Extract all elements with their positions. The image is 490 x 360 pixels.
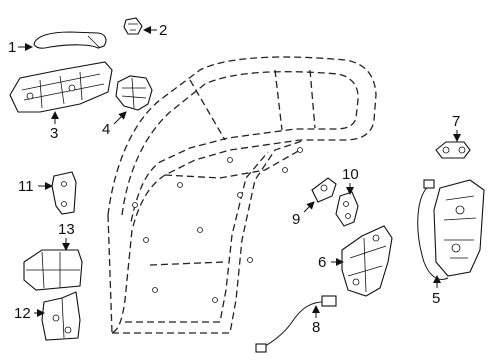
callout-4: 4 [102,121,110,138]
part-9-door-check-link [311,177,337,203]
callout-12: 12 [14,305,31,322]
callout-2: 2 [159,22,167,39]
part-11-bracket [51,171,77,215]
part-2-handle-clip [123,17,143,35]
part-1-outside-handle [33,31,107,49]
callout-7: 7 [452,113,460,130]
part-12-lower-hinge [41,291,81,341]
callout-8: 8 [312,319,320,336]
callout-1: 1 [8,39,16,56]
callout-13: 13 [58,221,75,238]
leader-lines [18,26,461,318]
part-7-latch-bracket [435,141,471,159]
callout-10: 10 [342,166,359,183]
callout-5: 5 [432,290,440,307]
part-4-lock-housing [115,75,153,111]
part-3-handle-carrier [9,61,113,113]
door-holes [132,147,303,303]
callout-9: 9 [292,211,300,228]
part-6-hinge [341,225,393,297]
callout-3: 3 [50,125,58,142]
part-10-check-strap-plate [335,191,359,227]
part-5-door-latch [417,179,485,280]
callout-6: 6 [318,254,326,271]
callout-11: 11 [18,178,34,195]
part-8-release-cable [255,295,337,353]
callout-labels: 1 2 3 4 5 6 7 8 9 10 11 13 12 [8,22,460,336]
part-13-door-check [23,249,83,291]
door-frame-outline [107,56,377,334]
